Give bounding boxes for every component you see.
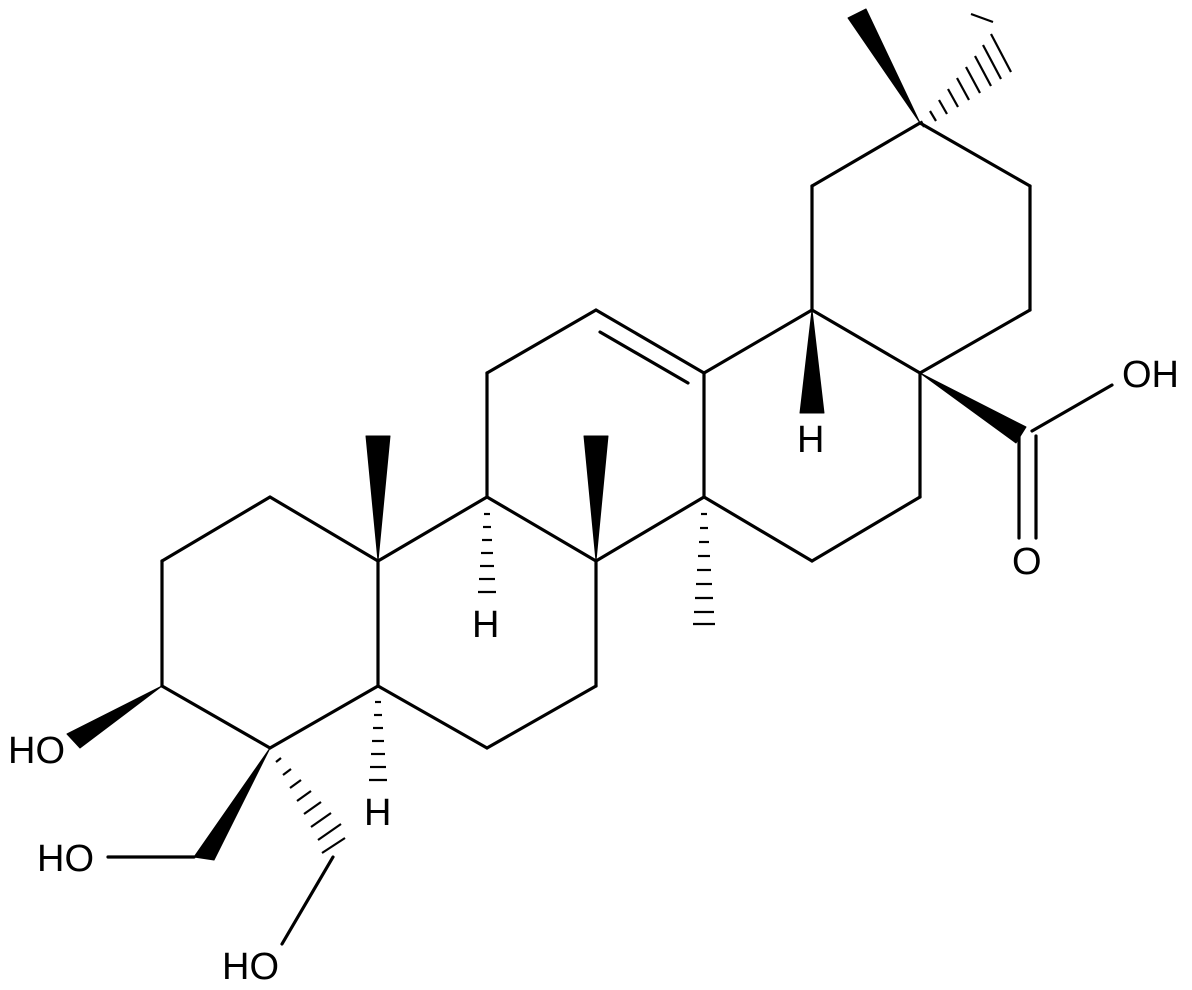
hydroxyl-label: OH (1122, 354, 1179, 396)
ring-bonds (160, 121, 1032, 750)
hydroxyl-label: HO (37, 838, 94, 880)
hydroxyl-label: HO (222, 946, 279, 988)
wedge-bond (365, 435, 391, 562)
bond (594, 495, 706, 563)
atom-labels: OH O H H H HO HO HO (8, 354, 1179, 988)
bond (918, 308, 1032, 375)
hydrogen-label: H (364, 792, 391, 834)
wedge-bond (919, 372, 1027, 444)
carbonyl-oxygen-label: O (1012, 541, 1042, 583)
bond (160, 495, 272, 563)
bond (810, 308, 922, 375)
wedge-bond (583, 435, 609, 562)
hash-bond (275, 757, 346, 854)
hash-bond (478, 512, 496, 594)
bond (268, 684, 380, 750)
wedge-bond (847, 8, 921, 124)
bond (918, 121, 1032, 188)
hydroxyl-label: HO (8, 730, 65, 772)
bond (1030, 383, 1114, 433)
hash-bond (693, 512, 715, 626)
hydrogen-label: H (797, 419, 824, 461)
bond (268, 495, 380, 563)
bond (485, 495, 598, 563)
bond (280, 855, 335, 946)
hash-bond (920, 12, 1012, 128)
bond (810, 495, 922, 563)
bond (376, 684, 489, 750)
bond (702, 308, 814, 375)
hash-bonds (275, 12, 1012, 854)
substituent-bonds (106, 383, 1114, 946)
bond (702, 495, 814, 563)
double-bond-inner (598, 330, 690, 385)
bond (810, 121, 922, 188)
bond (594, 308, 706, 375)
hydrogen-label: H (472, 604, 499, 646)
wedge-bond (66, 685, 163, 749)
bond (485, 684, 598, 750)
bond (485, 308, 598, 375)
bond (376, 495, 489, 563)
wedge-bond (799, 309, 825, 414)
hash-bond (369, 700, 387, 782)
bond (160, 684, 272, 750)
wedge-bonds (66, 8, 1027, 861)
wedge-bond (193, 747, 271, 861)
